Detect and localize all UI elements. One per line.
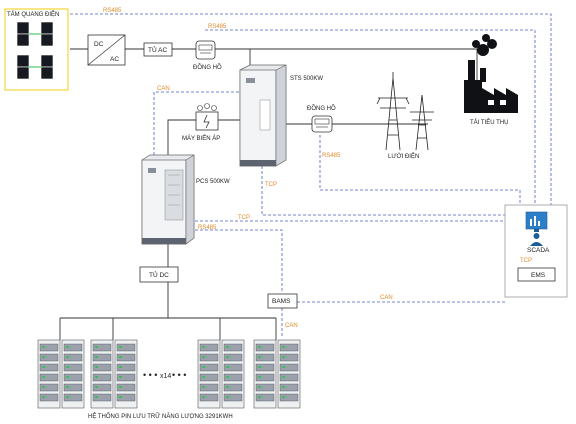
meter-right-label: ĐỒNG HỒ (307, 105, 336, 112)
signal-label-rs485-meter: RS485 (208, 24, 227, 30)
ac-cabinet-label: TỦ AC (148, 45, 167, 54)
sts-cabinet-icon: STS 500KW (239, 64, 323, 167)
pcs-cabinet-icon: PCS 500KW (141, 154, 230, 245)
signal-label-tcp-scada: TCP (520, 258, 532, 264)
signal-label-can-pcs: CAN (157, 86, 170, 92)
rack-ellipsis-left: • • • (143, 370, 157, 380)
link-rs485-pv (35, 13, 552, 210)
battery-system-label: HỆ THỐNG PIN LƯU TRỮ NĂNG LƯỢNG 3291KWH (88, 412, 233, 420)
dc-ac-inverter: DC AC (87, 34, 126, 66)
rack-multiplier-label: x14 (160, 373, 171, 380)
inverter-dc-label: DC (94, 41, 104, 48)
sts-label: STS 500KW (290, 76, 323, 82)
transformer-icon: MÁY BIẾN ÁP (182, 103, 220, 142)
signal-label-tcp-sts: TCP (265, 182, 277, 188)
meter-top-icon: ĐỒNG HỒ (193, 40, 222, 71)
meter-top-label: ĐỒNG HỒ (193, 64, 222, 71)
signal-label-can-bams-down: CAN (285, 323, 298, 329)
battery-rack (90, 339, 138, 409)
pv-label: TẤM QUANG ĐIỆN (7, 10, 59, 18)
signal-label-rs485-pcs: RS485 (198, 225, 217, 231)
signal-label-can-bams: CAN (380, 295, 393, 301)
link-rs485-meter-top (205, 29, 536, 210)
link-tcp-sts (261, 166, 505, 216)
rack-ellipsis-right: • • • (172, 370, 186, 380)
dc-cabinet: TỦ DC (139, 266, 179, 283)
factory-icon: TẢI TIÊU THỤ (464, 34, 518, 126)
power-pylon-icon: LƯỚI ĐIỆN (376, 72, 434, 160)
battery-rack-group (37, 339, 301, 409)
signal-label-rs485-pv: RS485 (103, 8, 122, 14)
pcs-label: PCS 500KW (196, 179, 230, 185)
link-rs485-meter-right (319, 135, 521, 210)
transformer-label: MÁY BIẾN ÁP (182, 135, 220, 142)
ems-label: EMS (531, 272, 546, 279)
scada-monitor-icon (525, 211, 548, 230)
battery-rack (197, 339, 245, 409)
battery-rack (253, 339, 301, 409)
bams-label: BAMS (272, 298, 291, 305)
meter-right-icon: ĐỒNG HỒ (307, 105, 336, 133)
solar-panel-icons (16, 21, 54, 80)
signal-label-rs485-meter-right: RS485 (322, 153, 341, 159)
scada-label: SCADA (527, 247, 550, 254)
signal-label-tcp-pcs: TCP (238, 215, 250, 221)
battery-rack (37, 339, 85, 409)
link-can-pcs (153, 91, 240, 160)
scada-ems-panel: SCADA EMS (504, 204, 568, 298)
pv-array: TẤM QUANG ĐIỆN (4, 8, 69, 91)
inverter-ac-label: AC (110, 56, 119, 63)
bams-box: BAMS (267, 293, 298, 309)
grid-label: LƯỚI ĐIỆN (388, 152, 419, 160)
ac-cabinet: TỦ AC (143, 42, 173, 57)
load-label: TẢI TIÊU THỤ (470, 118, 508, 126)
communication-links (35, 13, 552, 338)
link-rs485-pcs (195, 229, 283, 292)
dc-cabinet-label: TỦ DC (149, 270, 169, 279)
